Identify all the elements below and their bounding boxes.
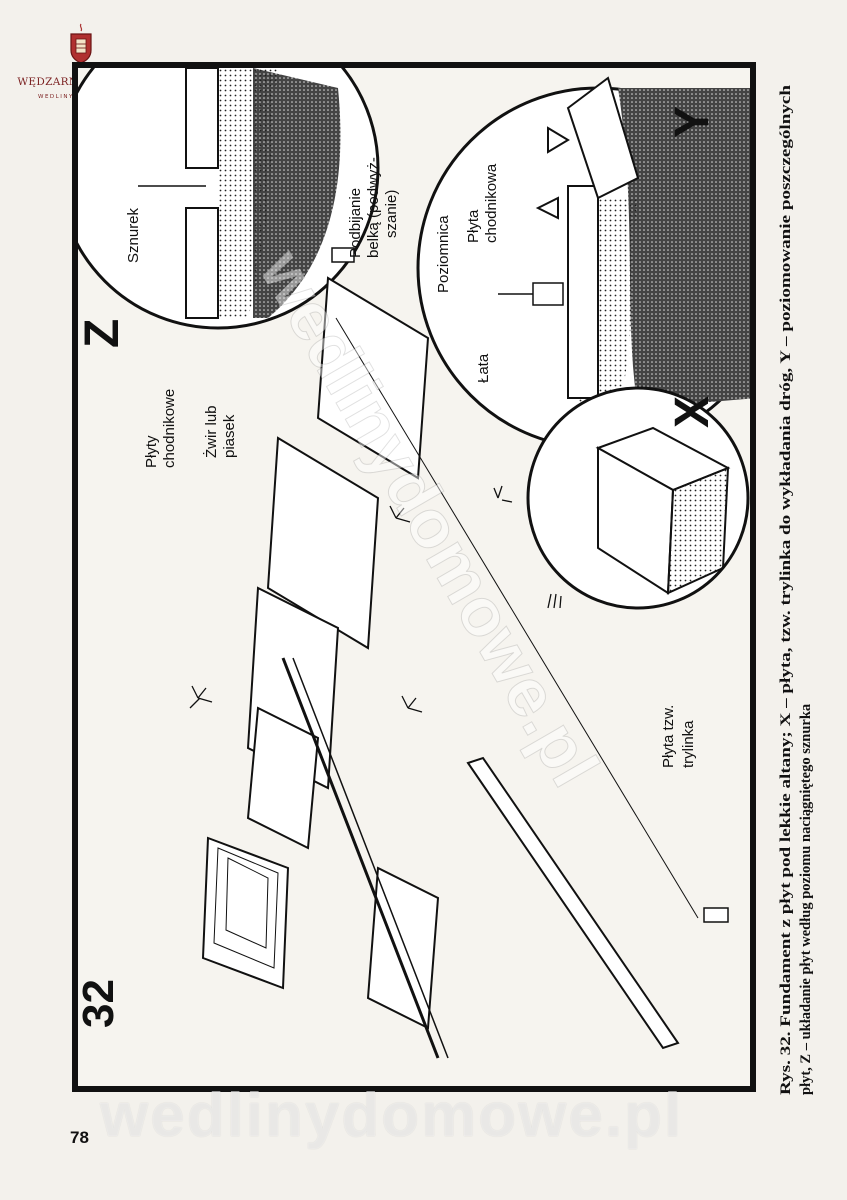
watermark-bottom: wedlinydomowe.pl	[100, 1081, 684, 1150]
label-lata: Łata	[475, 353, 492, 383]
label-trylinka-line2: trylinka	[680, 720, 697, 768]
label-plyty-line1: Płyty	[143, 435, 160, 468]
crest-icon	[70, 23, 92, 64]
label-plyty-line2: chodnikowe	[161, 389, 178, 468]
label-plyta-chodnikowa-line1: Płyta	[465, 209, 482, 243]
view-letter-x: X	[666, 396, 719, 428]
detail-z-circle	[78, 68, 380, 330]
label-poziomnica: Poziomnica	[435, 215, 452, 293]
detail-y-circle	[416, 76, 750, 450]
label-sznurek: Sznurek	[125, 207, 142, 263]
label-podbijanie-line2: belką (podwyż-	[365, 157, 382, 258]
detail-x-circle	[526, 386, 750, 610]
view-letter-z: Z	[78, 319, 129, 348]
label-zwir-line1: Żwir lub	[202, 405, 220, 458]
figure-frame: 32 Z Y X Sznurek Płyty chodnikowe Żwir l…	[72, 62, 756, 1092]
view-letter-y: Y	[666, 106, 719, 138]
label-plyta-chodnikowa-line2: chodnikowa	[483, 163, 500, 243]
label-podbijanie-line3: szanie)	[383, 190, 400, 238]
beam	[281, 247, 729, 1059]
figure-number: 32	[78, 979, 123, 1028]
plants	[189, 485, 562, 713]
caption-line1: Rys. 32. Fundament z płyt pod lekkie alt…	[778, 85, 794, 1095]
label-podbijanie-line1: Podbijanie	[347, 188, 364, 258]
label-trylinka-line1: Płyta tzw.	[660, 705, 677, 768]
figure-caption: Rys. 32. Fundament z płyt pod lekkie alt…	[778, 85, 814, 1095]
caption-line2: płyt, Z – układanie płyt według poziomu …	[798, 703, 814, 1095]
page-number: 78	[70, 1128, 89, 1147]
illustration: 32 Z Y X Sznurek Płyty chodnikowe Żwir l…	[78, 68, 750, 1059]
label-zwir-line2: piasek	[221, 414, 238, 458]
